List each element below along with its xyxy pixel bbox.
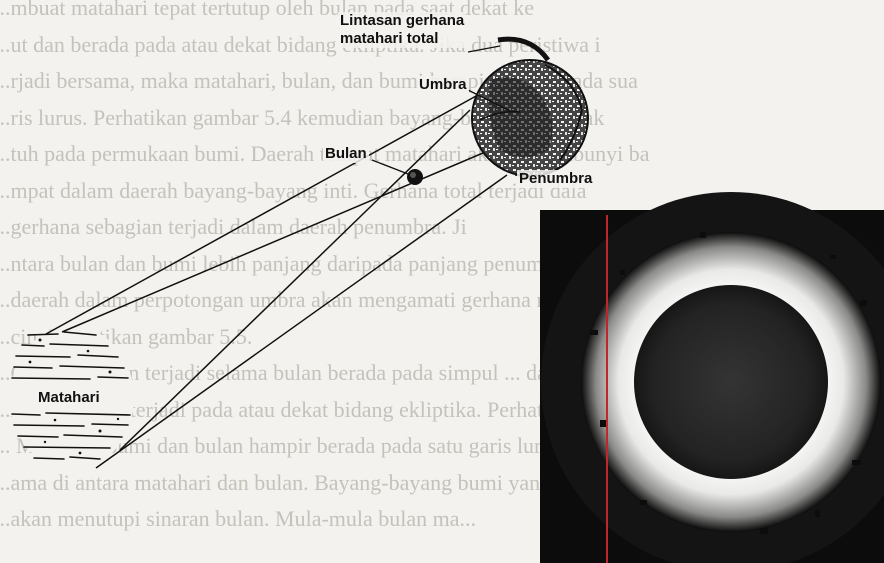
label-moon: Bulan <box>323 145 369 163</box>
label-sun: Matahari <box>36 389 102 407</box>
label-penumbra: Penumbra <box>517 170 594 188</box>
earth-icon <box>472 39 588 176</box>
solar-eclipse-photo <box>540 192 884 563</box>
moon-disk <box>634 285 828 479</box>
label-eclipse-path: Lintasan gerhana matahari total <box>338 12 466 48</box>
label-umbra: Umbra <box>417 76 469 94</box>
moon-icon <box>407 169 423 185</box>
eclipse-path-band <box>498 39 548 60</box>
